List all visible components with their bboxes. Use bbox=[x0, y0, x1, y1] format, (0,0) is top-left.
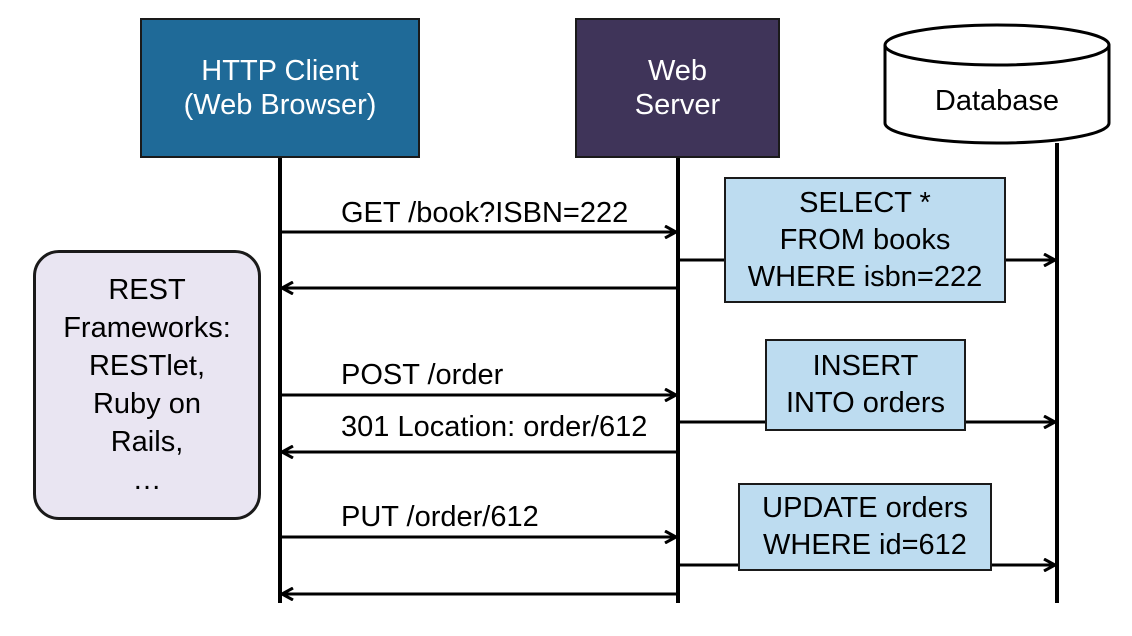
rest-note-line-4: Ruby on bbox=[92, 388, 201, 420]
insert-query-box: INSERT INTO orders bbox=[765, 339, 966, 431]
update-query-box: UPDATE orders WHERE id=612 bbox=[738, 483, 992, 571]
put-request-label: PUT /order/612 bbox=[341, 501, 539, 533]
web-server-box: Web Server bbox=[575, 18, 780, 158]
insert-line-1: INSERT bbox=[812, 350, 919, 382]
rest-note-line-6: … bbox=[132, 464, 162, 496]
http-client-subtitle: (Web Browser) bbox=[183, 89, 377, 121]
post-request-label: POST /order bbox=[341, 359, 504, 391]
http-client-box: HTTP Client (Web Browser) bbox=[140, 18, 420, 158]
get-request-label: GET /book?ISBN=222 bbox=[341, 197, 629, 229]
select-line-3: WHERE isbn=222 bbox=[747, 260, 983, 293]
database-label: Database bbox=[934, 85, 1060, 117]
select-line-1: SELECT * bbox=[799, 186, 931, 219]
database-cylinder bbox=[883, 23, 1111, 145]
http-client-title: HTTP Client bbox=[201, 55, 359, 87]
select-line-2: FROM books bbox=[779, 223, 951, 256]
web-server-title-line1: Web bbox=[647, 55, 708, 87]
select-query-box: SELECT * FROM books WHERE isbn=222 bbox=[724, 177, 1006, 303]
web-server-title-line2: Server bbox=[634, 89, 721, 121]
rest-note-line-5: Rails, bbox=[110, 426, 184, 458]
rest-note-line-2: Frameworks: bbox=[63, 312, 231, 344]
update-line-1: UPDATE orders bbox=[762, 492, 968, 524]
post-response-label: 301 Location: order/612 bbox=[341, 411, 648, 443]
insert-line-2: INTO orders bbox=[785, 387, 945, 419]
rest-note-line-3: RESTlet, bbox=[88, 350, 206, 382]
rest-note-line-1: REST bbox=[108, 274, 186, 306]
update-line-2: WHERE id=612 bbox=[763, 529, 967, 561]
rest-frameworks-note: REST Frameworks: RESTlet, Ruby on Rails,… bbox=[33, 250, 261, 520]
